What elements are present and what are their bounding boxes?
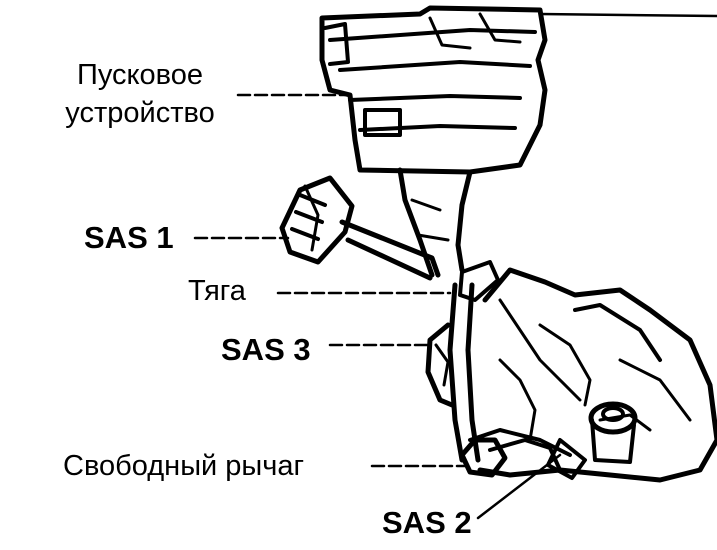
- starter-device-label-line1: Пусковое: [77, 59, 203, 91]
- sas1-screw-drawing: [193, 175, 441, 281]
- sas2-label: SAS 2: [382, 505, 472, 540]
- sas2-screw-drawing: [476, 438, 587, 520]
- rod-label: Тяга: [188, 275, 246, 307]
- free-lever-drawing: [370, 437, 562, 478]
- starter-device-label: Пусковое устройство: [52, 56, 228, 132]
- sas3-label: SAS 3: [221, 332, 311, 367]
- starter-device-label-line2: устройство: [65, 97, 215, 129]
- rod-drawing: [276, 260, 500, 463]
- sas1-label: SAS 1: [84, 220, 174, 255]
- free-lever-label: Свободный рычаг: [63, 450, 305, 482]
- carburetor-body-drawing: [328, 267, 717, 483]
- starter-device-drawing: [236, 5, 717, 175]
